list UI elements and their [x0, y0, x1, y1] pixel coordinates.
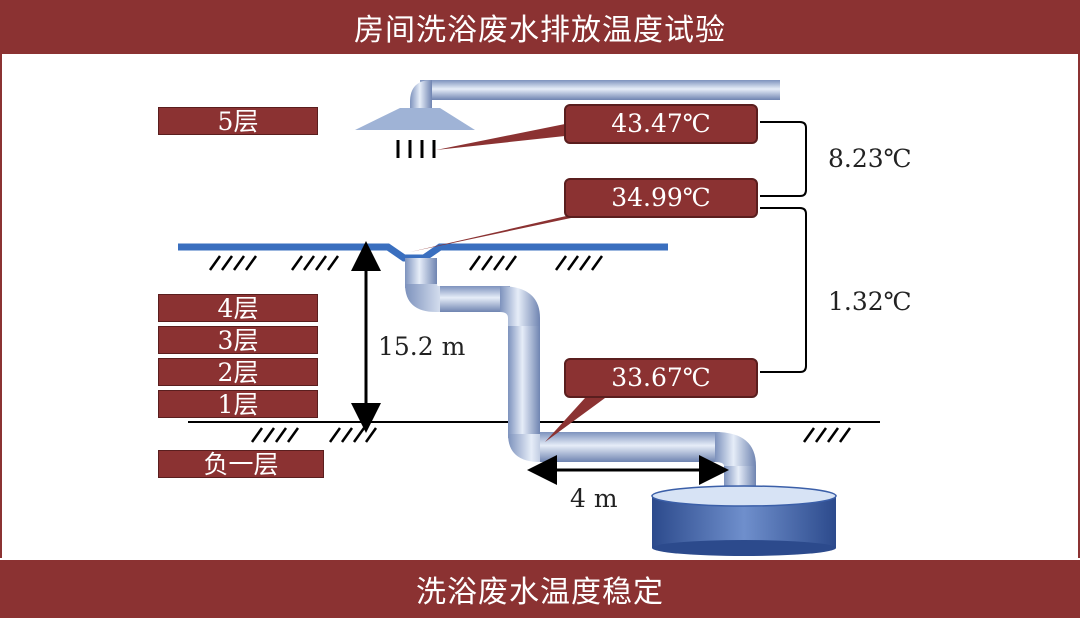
lower-bracket	[760, 207, 807, 373]
caption-banner: 洗浴废水温度稳定	[0, 560, 1080, 618]
floor-hatch	[208, 255, 604, 271]
vertical-dimension-label: 15.2 m	[378, 332, 466, 361]
shower-head-icon	[355, 108, 475, 158]
drain-temp-callout: 34.99℃	[564, 178, 758, 218]
water-tank	[651, 485, 837, 556]
page-title: 房间洗浴废水排放温度试验	[354, 13, 726, 48]
shower-temp-callout: 43.47℃	[564, 104, 758, 144]
basement-temp-callout: 33.67℃	[564, 358, 758, 398]
floor-label-5: 5层	[158, 107, 318, 136]
floor-label-basement: 负一层	[158, 450, 324, 479]
footer-caption: 洗浴废水温度稳定	[416, 575, 664, 610]
floor-label-1: 1层	[158, 390, 318, 419]
basement-callout-pointer	[545, 398, 605, 442]
upper-bracket	[760, 121, 807, 197]
horizontal-dimension-label: 4 m	[570, 484, 618, 513]
floor-label-3: 3层	[158, 326, 318, 355]
floor-label-2: 2层	[158, 358, 318, 387]
lower-temp-difference: 1.32℃	[828, 287, 912, 316]
floor-slab-line	[178, 243, 668, 262]
diagram-frame	[0, 54, 1080, 558]
drain-callout-pointer	[410, 214, 590, 252]
floor-label-4: 4层	[158, 294, 318, 323]
upper-temp-difference: 8.23℃	[828, 144, 912, 173]
shower-callout-pointer	[436, 124, 565, 150]
shower-pipe	[410, 80, 780, 110]
title-banner: 房间洗浴废水排放温度试验	[0, 0, 1080, 54]
